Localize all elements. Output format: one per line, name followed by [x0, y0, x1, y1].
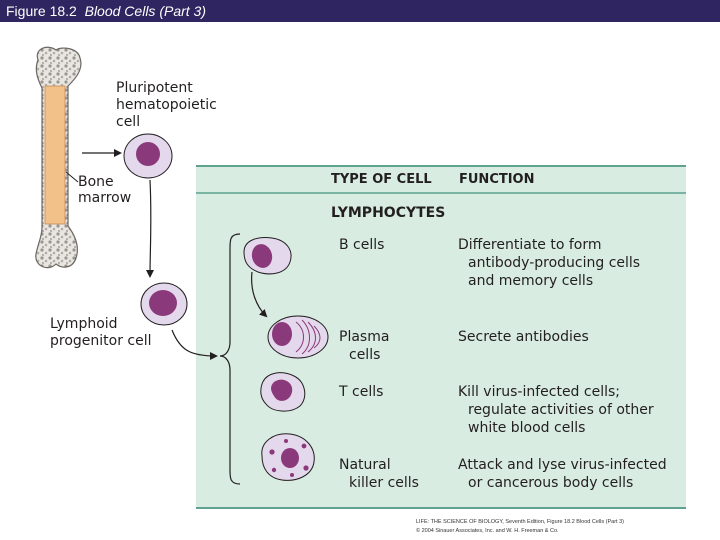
pluripotent-cell [123, 133, 173, 179]
bone-illustration [35, 46, 82, 269]
function-line: regulate activities of other [468, 402, 654, 418]
lymphoid-progenitor-label: Lymphoid progenitor cell [50, 316, 152, 350]
bone-marrow-label: Bone marrow [78, 174, 131, 206]
credit-line-2: © 2004 Sinauer Associates, Inc. and W. H… [416, 528, 559, 534]
lymphocyte-brace [219, 233, 241, 485]
table-header-type: TYPE OF CELL [331, 172, 432, 187]
cell-name-line: B cells [339, 237, 385, 253]
table-header-function: FUNCTION [459, 172, 535, 187]
b-cells-function: Differentiate to form antibody-producing… [458, 236, 640, 290]
function-line: and memory cells [468, 273, 594, 289]
credit-line-1: LIFE: THE SCIENCE OF BIOLOGY, Seventh Ed… [416, 519, 624, 525]
title-bar: Figure 18.2 Blood Cells (Part 3) [0, 0, 720, 22]
arrow-to-lymphoid [146, 179, 155, 278]
t-cell [260, 372, 306, 412]
plasma-cells-name: Plasma cells [339, 328, 389, 364]
bone-marrow-label-line: Bone [78, 174, 114, 190]
b-cell [243, 237, 292, 275]
plasma-cell [267, 315, 329, 359]
t-cells-function: Kill virus-infected cells; regulate acti… [458, 383, 654, 437]
cell-name-line: Plasma [339, 329, 390, 345]
bone-marrow-leader [65, 171, 79, 183]
function-line: antibody-producing cells [468, 255, 641, 271]
lymphoid-progenitor-cell [140, 282, 188, 326]
function-line: white blood cells [468, 420, 586, 436]
function-line: Attack and lyse virus-infected [458, 457, 667, 473]
figure-number: Figure 18.2 [6, 3, 77, 19]
function-line: Differentiate to form [458, 237, 602, 253]
lymphoid-label-line: progenitor cell [50, 333, 152, 349]
lymphocytes-section-header: LYMPHOCYTES [331, 205, 446, 221]
lymphoid-label-line: Lymphoid [50, 316, 118, 332]
cell-name-line: cells [349, 347, 381, 363]
bone-marrow-label-line: marrow [78, 190, 132, 206]
function-line: or cancerous body cells [468, 475, 634, 491]
plasma-cells-function: Secrete antibodies [458, 328, 589, 346]
pluripotent-label-line: hematopoietic [116, 97, 217, 113]
cell-name-line: T cells [339, 384, 384, 400]
pluripotent-label-line: cell [116, 114, 141, 130]
pluripotent-label-line: Pluripotent [116, 80, 193, 96]
cell-name-line: Natural [339, 457, 391, 473]
arrow-b-to-plasma [251, 271, 268, 318]
pluripotent-cell-label: Pluripotent hematopoietic cell [116, 80, 217, 131]
function-line: Secrete antibodies [458, 329, 589, 345]
natural-killer-cells-name: Natural killer cells [339, 456, 419, 492]
b-cells-name: B cells [339, 236, 384, 254]
figure-caption: Blood Cells (Part 3) [84, 3, 206, 19]
figure-title: Figure 18.2 Blood Cells (Part 3) [6, 3, 206, 19]
cell-name-line: killer cells [349, 475, 419, 491]
arrow-to-lymphocytes [171, 329, 218, 360]
bone-marrow-cavity [44, 85, 66, 225]
natural-killer-cell [261, 433, 315, 481]
function-line: Kill virus-infected cells; [458, 384, 620, 400]
t-cells-name: T cells [339, 383, 383, 401]
natural-killer-cells-function: Attack and lyse virus-infected or cancer… [458, 456, 667, 492]
